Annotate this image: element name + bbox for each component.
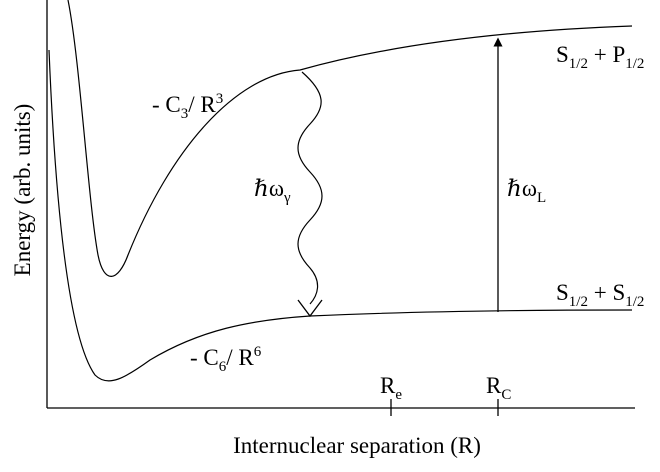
upper-asymptote-label: S1/2 + P1/2	[556, 42, 644, 72]
y-axis-title: Energy (arb. units)	[10, 104, 35, 277]
upper-potential-curve	[67, 0, 633, 277]
emission-arrowhead	[297, 299, 323, 318]
tick-label-rc: RC	[486, 373, 511, 403]
lower-asymptote-label: S1/2 + S1/2	[556, 280, 644, 310]
upper-curve-label: - C3/ R3	[152, 91, 223, 122]
emission-label: ℏωγ	[254, 176, 291, 206]
x-axis-title: Internuclear separation (R)	[233, 433, 481, 458]
emission-wavy-line	[297, 71, 323, 305]
lower-potential-curve	[48, 49, 633, 382]
lower-curve-label: - C6/ R6	[190, 344, 262, 375]
tick-label-re: Re	[380, 373, 402, 403]
laser-label: ℏωL	[507, 176, 546, 206]
